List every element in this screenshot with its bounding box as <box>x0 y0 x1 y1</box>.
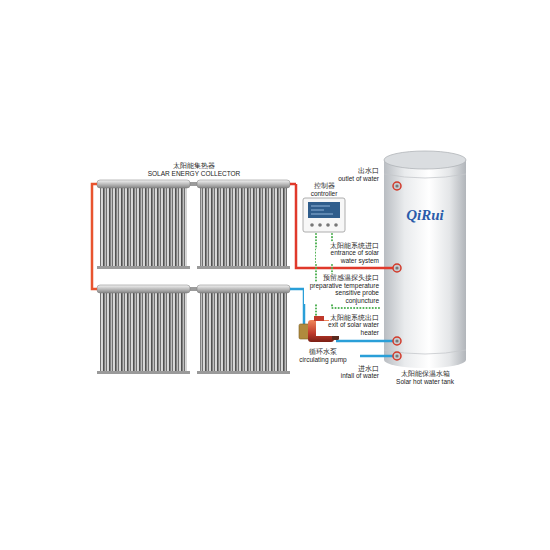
brand-logo: QiRui <box>406 207 444 224</box>
cold-pipe-stub <box>380 340 394 343</box>
hot-pipe <box>296 184 380 268</box>
tank-shell <box>384 160 466 360</box>
controller-button <box>318 223 322 227</box>
port-label: outlet of water <box>337 175 380 182</box>
screen-lines <box>311 206 333 214</box>
node-label: 太阳能保温水箱 <box>401 370 450 377</box>
port-label: entrance of solar water system <box>316 249 380 264</box>
tube-rail <box>97 371 190 374</box>
header-joint <box>190 287 197 291</box>
port-label: 太阳能系统进口 <box>329 242 380 249</box>
pump-inlet <box>303 316 306 324</box>
port-label: exit of solar water heater <box>316 321 380 336</box>
collector-header <box>97 180 190 188</box>
port-label: 预留感温探头接口 <box>322 274 380 281</box>
tube-rail <box>97 266 190 269</box>
series-pipe <box>92 184 97 289</box>
collector-header <box>197 285 290 293</box>
collector-header <box>97 285 190 293</box>
sensor-wire <box>332 234 380 308</box>
circulating-pump: 循环水泵circulating pump <box>294 316 352 368</box>
tube-array <box>200 293 287 373</box>
pump-icon <box>299 316 352 342</box>
port-ring <box>393 264 401 272</box>
controller-button <box>310 223 314 227</box>
tank-top <box>384 151 466 169</box>
port-label: infall of water <box>340 372 380 379</box>
controller-screen <box>308 202 340 218</box>
tube-array <box>200 188 287 268</box>
tube-array <box>100 293 187 373</box>
cold-pipe <box>296 289 304 316</box>
pump-outlet <box>336 340 352 343</box>
header-joint <box>190 182 197 186</box>
cold-pipe-stub <box>290 288 296 291</box>
port-label: 出水口 <box>357 167 380 174</box>
pump-terminal <box>314 316 324 321</box>
tube-array <box>100 188 187 268</box>
controller-box: 控制器controller <box>298 182 350 234</box>
port-ring <box>393 337 401 345</box>
port-label: preparative temperature sensitive probe … <box>304 282 380 304</box>
controller-case <box>303 198 345 232</box>
collector-header <box>197 180 290 188</box>
controller-device <box>303 198 345 232</box>
tube-rail <box>197 371 290 374</box>
tank-ports <box>393 182 401 360</box>
node-label: 控制器 <box>314 182 335 189</box>
cold-pipe <box>352 340 380 343</box>
collector-group: 太阳能集热器SOLAR ENERGY COLLECTOR <box>92 158 296 380</box>
water-tank: QiRui 太阳能保温水箱Solar hot water tank <box>380 145 470 390</box>
node-label: SOLAR ENERGY COLLECTOR <box>148 170 241 177</box>
tank-band <box>384 174 466 354</box>
tube-rail <box>197 266 290 269</box>
port-label: 太阳能系统出口 <box>329 314 380 321</box>
port-hole <box>395 184 398 187</box>
controller-button <box>326 223 330 227</box>
pump-endcap <box>332 322 339 340</box>
sensor-wire <box>315 234 317 316</box>
tank-body <box>384 151 466 368</box>
pump-motor <box>308 320 334 342</box>
node-label: 循环水泵 <box>309 348 337 355</box>
port-label: 进水口 <box>357 365 380 372</box>
port-hole <box>395 354 398 357</box>
hot-pipe-stub <box>380 267 394 270</box>
port-ring <box>393 352 401 360</box>
controller-button <box>334 223 338 227</box>
node-label: 太阳能集热器 <box>173 162 215 170</box>
node-label: Solar hot water tank <box>396 378 454 385</box>
node-label: controller <box>311 190 338 197</box>
collector-panels <box>97 180 290 374</box>
inlet-pipe <box>360 355 394 358</box>
port-hole <box>395 339 398 342</box>
node-label: circulating pump <box>299 356 346 363</box>
port-hole <box>395 266 398 269</box>
port-ring <box>393 182 401 190</box>
